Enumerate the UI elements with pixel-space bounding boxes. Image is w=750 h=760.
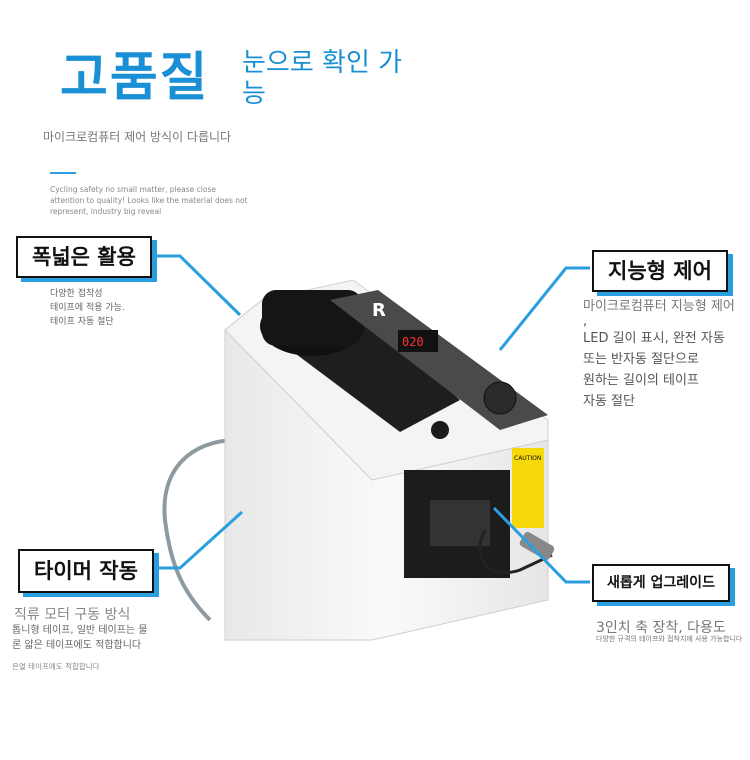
sensor-cable [478,529,553,575]
smart-control-comma: , [583,314,588,329]
upgrade-subtitle: 3인치 축 장착, 다용도 [596,620,726,636]
upgrade-description: 다양한 규격의 테이프와 접착지에 사용 가능합니다 [596,635,743,643]
timer-footer: 은열 테이프에도 적합합니다 [12,662,100,671]
page-subtitle: 눈으로 확인 가능 [242,48,403,109]
smart-control-line: 자동 절단 [583,394,635,409]
callout-wide-use: 폭넓은 활용 [16,236,152,278]
callout-timer: 타이머 작동 [18,549,154,593]
timer-subtitle: 직류 모터 구동 방식 [14,607,131,623]
caution-label [512,448,544,528]
timer-line: 론 얇은 테이프에도 적합합니다 [12,640,142,651]
wide-use-line: 다양한 접착성 [50,289,103,299]
callout-smart-control: 지능형 제어 [592,250,728,292]
smart-control-description: , LED 길이 표시, 완전 자동 또는 반자동 절단으로 원하는 길이의 테… [583,314,748,412]
connector-line-timer [152,510,244,570]
dial-knob-icon[interactable] [483,381,517,415]
page-title: 고품질 [60,48,210,108]
wide-use-description: 다양한 접착성 테이프에 적용 가능. 테이프 자동 절단 [50,287,125,329]
english-caption: Cycling safety no small matter, please c… [50,185,248,216]
caution-text: CAUTION [514,455,541,462]
cutter-slot [430,500,490,546]
timer-line: 톱니형 테이프, 일반 테이프는 물 [12,625,148,636]
power-cable [162,438,239,622]
wide-use-line: 테이프에 적용 가능. [50,303,125,313]
connector-line-smart-control [498,266,590,351]
connector-line-wide-use [150,254,242,317]
accent-divider [50,172,76,174]
led-display [398,330,438,352]
sensor-head [519,532,555,560]
power-knob-icon[interactable] [431,421,449,439]
callout-upgrade: 새롭게 업그레이드 [592,564,730,602]
page-description: 마이크로컴퓨터 제어 방식이 다릅니다 [43,130,232,144]
connector-line-upgrade [492,506,590,584]
timer-description: 톱니형 테이프, 일반 테이프는 물 론 얇은 테이프에도 적합합니다 [12,623,172,653]
smart-control-line: 원하는 길이의 테이프 [583,373,699,388]
brand-logo-icon: R [372,300,386,321]
smart-control-subtitle: 마이크로컴퓨터 지능형 제어 [583,299,735,314]
led-display-value: 020 [402,335,424,349]
smart-control-line: 또는 반자동 절단으로 [583,352,699,367]
wide-use-line: 테이프 자동 절단 [50,317,114,327]
smart-control-line: LED 길이 표시, 완전 자동 [583,331,725,346]
